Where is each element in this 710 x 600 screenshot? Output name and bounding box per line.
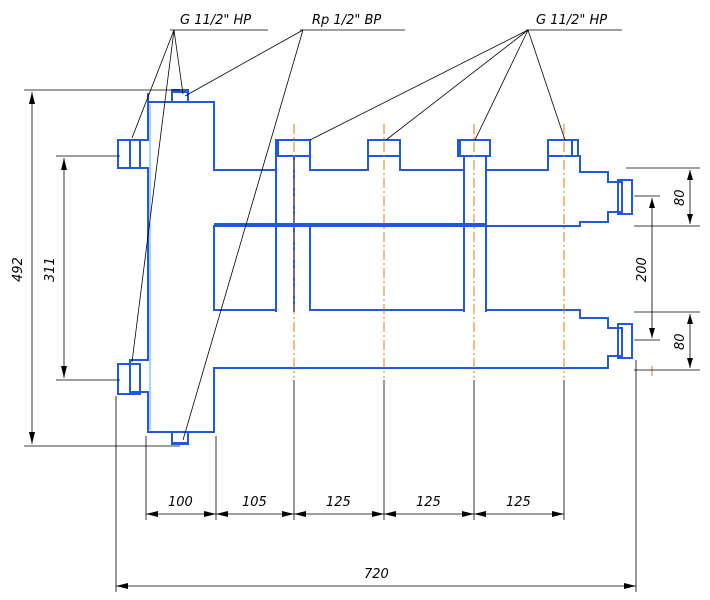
manifold-body: [117, 89, 633, 445]
left-port-bottom: [117, 363, 141, 395]
vertical-tube-2: [463, 156, 487, 312]
right-port-bottom: [617, 323, 633, 359]
inner-frame-upper-left: [213, 225, 277, 311]
dim-overall-height: 492: [11, 257, 26, 282]
dim-seg-4: 125: [416, 495, 441, 510]
right-dimensions: [626, 167, 700, 371]
callout-right-label: G 11/2" НР: [536, 13, 607, 28]
dim-ports-height: 311: [43, 257, 58, 282]
right-port-top: [617, 179, 633, 215]
vertical-tube-1: [275, 156, 295, 312]
top-port-4: [547, 139, 579, 157]
bottom-dimensions: [115, 360, 637, 592]
left-port-top: [117, 139, 141, 169]
dim-right-ports-spacing: 200: [635, 257, 650, 282]
callout-left-label: G 11/2" НР: [180, 13, 251, 28]
callout-leaders: [131, 29, 622, 441]
dim-seg-2: 105: [242, 495, 267, 510]
middle-channel: [214, 223, 486, 227]
bottom-plug: [171, 431, 189, 445]
dim-seg-3: 125: [326, 495, 351, 510]
dim-seg-5: 125: [506, 495, 531, 510]
dim-right-port-1: 80: [673, 189, 688, 206]
axis-lines: [293, 124, 653, 378]
dim-right-port-2: 80: [673, 333, 688, 350]
dim-seg-1: 100: [168, 495, 193, 510]
inner-frame-mid: [309, 225, 465, 311]
dim-overall-width: 720: [364, 567, 389, 582]
left-dimensions: [24, 89, 180, 447]
callout-middle-label: Rp 1/2" ВР: [312, 13, 381, 28]
